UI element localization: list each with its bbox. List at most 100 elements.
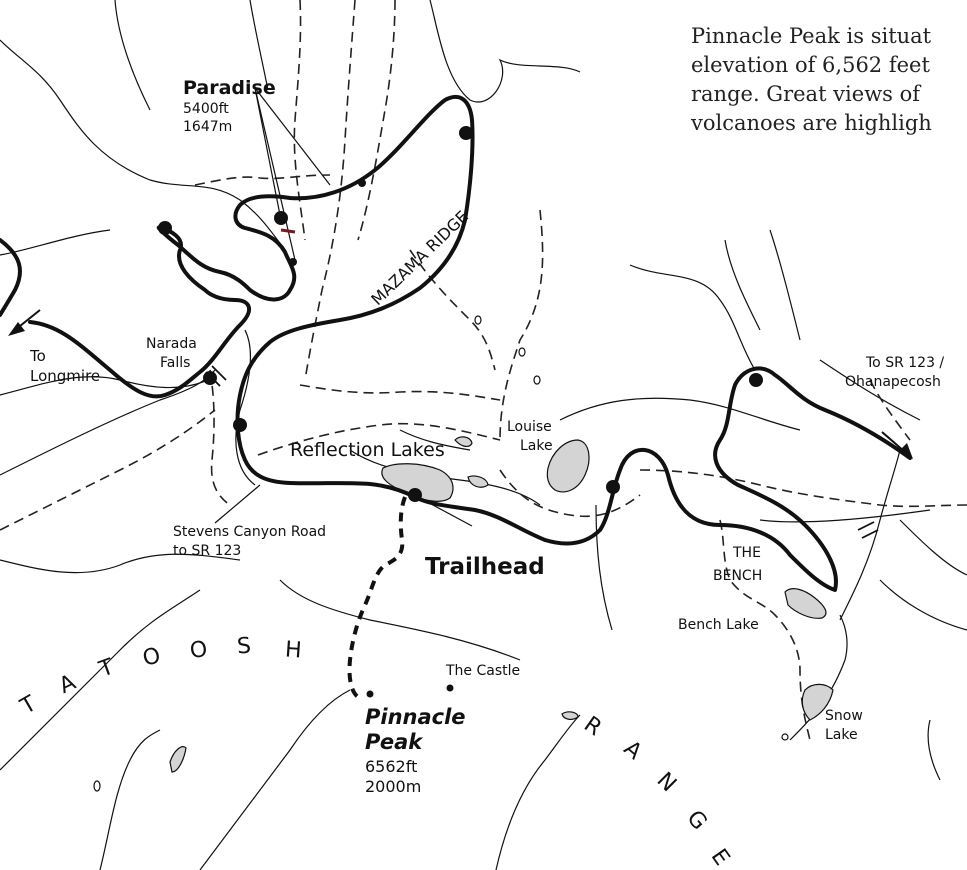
stream-line: [819, 359, 921, 421]
trail-line: [257, 422, 501, 456]
bridge-tick: [861, 529, 879, 539]
to-longmire-label-2: Longmire: [30, 367, 101, 385]
pinnacle-peak-label-2: Peak: [365, 730, 423, 754]
tatoosh-letter: S: [236, 633, 252, 660]
to-sr123-label-2: Ohanapecosh: [845, 374, 941, 390]
road-paradise-loop: [0, 238, 22, 317]
viewpoint-marker: [233, 418, 247, 432]
paradise-marker: [274, 211, 288, 225]
intro-line: Pinnacle Peak is situat: [691, 24, 932, 48]
stream-line: [495, 714, 581, 870]
trail-line: [639, 469, 967, 508]
stream-line: [349, 449, 541, 506]
snow-lake-shape: [801, 683, 834, 721]
stream-line: [759, 509, 931, 523]
point-marker: [289, 258, 297, 266]
stream-line: [0, 369, 216, 476]
stream-line: [0, 553, 241, 574]
stream-line: [399, 429, 471, 451]
reflection-lakes-label: Reflection Lakes: [290, 439, 445, 461]
snow-lake-label-2: Lake: [825, 727, 858, 743]
paradise-access-trail: [280, 228, 296, 234]
road-paradise-stevens: [28, 94, 912, 592]
stream-line: [0, 39, 286, 251]
the-bench-label-1: THE: [733, 545, 761, 561]
small-lake: [454, 436, 473, 447]
trail-line: [499, 209, 544, 441]
trail-line: [499, 469, 641, 518]
ponds: [93, 315, 789, 792]
intro-line: range. Great views of: [691, 82, 921, 106]
trail-line: [194, 174, 331, 186]
pinnacle-peak-elev-m: 2000m: [365, 777, 422, 796]
small-lake: [169, 746, 187, 773]
trail-line: [304, 0, 356, 381]
stream-line: [629, 264, 756, 371]
arrow-to-sr123-head: [898, 443, 913, 459]
stream-line: [0, 229, 111, 256]
pinnacle-peak-marker: [366, 690, 374, 698]
to-sr123-label-1: To SR 123 /: [866, 355, 945, 371]
trailhead-label: Trailhead: [425, 554, 545, 580]
the-castle-label: The Castle: [446, 663, 521, 679]
stream-line: [839, 449, 901, 621]
trail-line: [299, 384, 501, 401]
stream-line: [235, 329, 256, 486]
arrow-to-longmire-head: [8, 322, 25, 336]
bench-lake-label: Bench Lake: [678, 617, 759, 633]
viewpoint-marker: [158, 221, 172, 235]
point-marker: [358, 179, 366, 187]
lakes: [169, 436, 834, 773]
tatoosh-letter: H: [284, 637, 303, 664]
intro-line: elevation of 6,562 feet: [691, 53, 930, 77]
trail-line: [209, 369, 231, 506]
bench-lake-shape: [784, 588, 827, 619]
snow-lake-label-1: Snow: [825, 708, 863, 724]
pond: [93, 780, 101, 792]
pond: [518, 347, 526, 357]
intro-line: volcanoes are highligh: [691, 111, 932, 135]
to-longmire-label-1: To: [30, 347, 46, 365]
small-lake: [561, 711, 579, 720]
stevens-canyon-label-1: Stevens Canyon Road: [173, 524, 327, 540]
viewpoint-marker: [459, 126, 473, 140]
viewpoint-marker: [606, 480, 620, 494]
roads: [0, 94, 912, 592]
stream-line: [595, 504, 613, 631]
trail-line: [0, 409, 216, 531]
trail-line: [357, 0, 396, 241]
stream-line: [927, 719, 941, 781]
markers: [158, 126, 763, 698]
arrow-to-sr123: [881, 431, 906, 453]
stream-line: [249, 0, 269, 91]
stream-line: [879, 579, 967, 631]
trail-line: [869, 379, 911, 441]
intro-paragraph: Pinnacle Peak is situat elevation of 6,5…: [691, 22, 967, 138]
trail-line: [409, 249, 496, 371]
reflection-lakes-shape: [381, 463, 454, 502]
trails: [0, 0, 967, 741]
trail-line: [719, 519, 811, 741]
louise-lake-shape: [546, 439, 590, 493]
the-castle-marker: [446, 684, 454, 692]
stream-line: [899, 519, 967, 576]
paradise-label: Paradise: [183, 77, 276, 99]
pinnacle-peak-label-1: Pinnacle: [365, 705, 466, 729]
bridge-tick: [857, 521, 875, 531]
paradise-leader: [254, 87, 331, 186]
stream-line: [114, 0, 151, 111]
trailhead-leader: [417, 496, 473, 527]
trail-line: [293, 0, 306, 241]
stream-line: [559, 397, 801, 431]
stream-line: [769, 229, 801, 341]
louise-lake-label-2: Lake: [520, 438, 553, 454]
narada-falls-label-2: Falls: [160, 355, 191, 371]
viewpoint-marker: [749, 373, 763, 387]
paradise-elev-ft: 5400ft: [183, 101, 229, 117]
stream-line: [724, 239, 761, 331]
stream-line: [279, 579, 521, 661]
pond: [781, 733, 789, 741]
